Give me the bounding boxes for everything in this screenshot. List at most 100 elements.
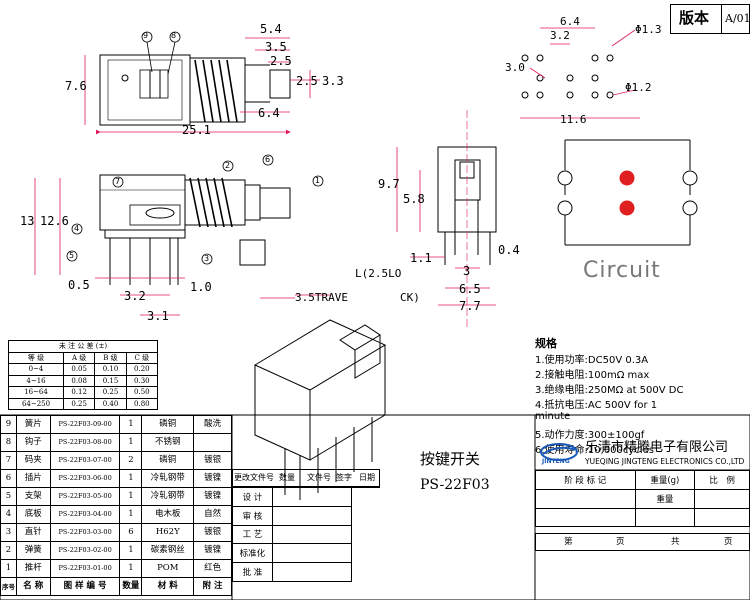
bom-cell: 钩子 <box>15 433 51 452</box>
approval-role: 批 准 <box>232 562 273 582</box>
approval-role: 标准化 <box>232 543 273 564</box>
tolerance-cell: 4~16 <box>7 374 65 387</box>
bom-cell: 电木板 <box>141 505 195 524</box>
callout-4: 4 <box>74 224 80 233</box>
bom-cell: 1 <box>119 433 143 452</box>
dim-top-2-5-a: 2.5 <box>270 54 292 68</box>
bom-cell: 镀银 <box>193 523 232 542</box>
tolerance-cell: 0.05 <box>63 363 96 376</box>
dim-front-ck: CK) <box>400 291 420 304</box>
callout-5: 5 <box>69 251 75 260</box>
bom-cell: 碳素钢丝 <box>141 541 195 560</box>
circuit-label: Circuit <box>583 258 661 283</box>
tolerance-title: 未 注 公 差 (±) <box>8 340 158 353</box>
front-view-callout-circles <box>66 154 324 265</box>
tolerance-cell: 0.25 <box>94 386 127 399</box>
logo-icon <box>540 443 578 461</box>
bom-cell: 自然 <box>193 505 232 524</box>
bom-cell: 冷轧钢带 <box>141 487 195 506</box>
bom-cell: 6 <box>119 523 143 542</box>
approval-role: 设 计 <box>232 487 273 507</box>
logo-text: JINTENG <box>542 458 570 465</box>
callout-7: 7 <box>115 177 121 186</box>
tolerance-cell: 0.40 <box>94 397 127 410</box>
product-name: 按键开关 <box>420 450 481 468</box>
dim-front-lock: L(2.5LO <box>355 267 402 280</box>
callout-2: 2 <box>225 161 231 170</box>
approval-role: 审 核 <box>232 505 273 526</box>
bom-cell: PS-22F03-07-00 <box>49 451 121 470</box>
bom-cell: 4 <box>0 505 17 524</box>
dim-front-12-6: 12.6 <box>40 214 69 228</box>
weight2-label: 重量 <box>634 488 696 509</box>
bom-cell: 9 <box>0 415 17 434</box>
sheet-label: 第 <box>564 537 573 547</box>
bom-cell: PS-22F03-06-00 <box>49 469 121 488</box>
dim-side-1-1: 1.1 <box>410 251 432 265</box>
bom-cell: 不锈钢 <box>141 433 195 452</box>
ratio-label: 比 例 <box>694 470 750 490</box>
callout-3: 3 <box>204 254 210 263</box>
total-label: 共 <box>671 537 680 547</box>
dim-top-6-4: 6.4 <box>258 106 280 120</box>
bom-cell: PS-22F03-04-00 <box>49 505 121 524</box>
change-record-header: 更改文件号 数量 文件号 签字 日期 <box>232 469 380 487</box>
bom-header-row: 序号 名 称 图 样 编 号 数量 材 料 附 注 <box>0 577 232 596</box>
bom-header: 名 称 <box>15 577 51 596</box>
bom-cell: 1 <box>119 415 143 434</box>
tolerance-header: A 级 <box>63 351 96 364</box>
spec-item: 3.绝缘电阻:250MΩ at 500V DC <box>535 385 684 396</box>
dim-hole-phi-1-2: Φ1.2 <box>625 81 652 94</box>
bom-cell: 码夹 <box>15 451 51 470</box>
tolerance-cell: 0.25 <box>63 397 96 410</box>
bom-cell: 2 <box>0 541 17 560</box>
revision-divider <box>721 5 722 33</box>
dim-hole-3-2: 3.2 <box>550 29 570 42</box>
dim-front-13: 13 <box>20 214 35 228</box>
hole-pattern <box>521 54 614 99</box>
callout-9: 9 <box>143 31 149 40</box>
dim-hole-11-6: 11.6 <box>560 113 587 126</box>
company-name-en: YUEQING JINGTENG ELECTRONICS CO.,LTD <box>585 457 745 466</box>
bom-cell: 镀镍 <box>193 487 232 506</box>
dim-front-travel: 3.5TRAVE <box>295 291 348 304</box>
bom-cell: 插片 <box>15 469 51 488</box>
dim-front-1-0: 1.0 <box>190 280 212 294</box>
page-label: 页 <box>616 537 625 547</box>
company-logo: JINTENG <box>540 442 578 466</box>
bom-header: 附 注 <box>193 577 232 596</box>
page2-label: 页 <box>724 537 733 547</box>
product-code: PS-22F03 <box>420 477 490 493</box>
bom-header: 数量 <box>119 577 143 596</box>
revision-label: 版本 <box>679 9 710 27</box>
callout-8: 8 <box>171 31 177 40</box>
bom-cell: 镀银 <box>193 451 232 470</box>
bom-cell <box>193 433 232 452</box>
dim-top-2-5-b: 2.5 <box>296 74 318 88</box>
spec-item: 4.抵抗电压:AC 500V for 1 <box>535 400 658 411</box>
tolerance-header: 等 级 <box>7 351 65 364</box>
side-view <box>437 110 497 330</box>
dim-hole-3-0: 3.0 <box>505 61 525 74</box>
company-name: 乐清市精腾电子有限公司 <box>585 440 729 455</box>
dim-side-6-5: 6.5 <box>459 282 481 296</box>
tolerance-cell: 0.80 <box>125 397 159 410</box>
dim-front-0-5: 0.5 <box>68 278 90 292</box>
tolerance-cell: 0.12 <box>63 386 96 399</box>
tolerance-cell: 0.50 <box>125 386 159 399</box>
bom-cell: H62Y <box>141 523 195 542</box>
tolerance-cell: 0.15 <box>94 374 127 387</box>
top-view-dimensions <box>84 37 320 135</box>
bom-cell: 支架 <box>15 487 51 506</box>
bom-cell: 8 <box>0 433 17 452</box>
bom-cell: 红色 <box>193 559 232 578</box>
bom-header: 材 料 <box>141 577 195 596</box>
circuit-schematic <box>557 139 698 246</box>
dim-side-3: 3 <box>463 264 471 278</box>
bom-cell: 1 <box>0 559 17 578</box>
